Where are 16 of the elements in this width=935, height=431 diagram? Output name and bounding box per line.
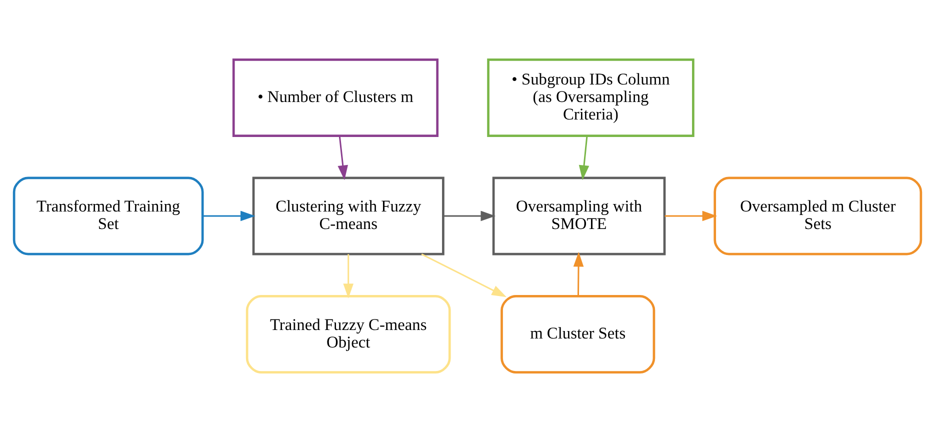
node-box: • Number of Clusters m <box>232 58 439 136</box>
arrow <box>203 210 256 221</box>
node-box: Oversampled m Cluster Sets <box>714 176 922 255</box>
arrow <box>664 210 718 221</box>
node-box: Clustering with Fuzzy C-means <box>252 176 444 255</box>
node-box: Oversampling with SMOTE <box>492 176 666 255</box>
node-box: Trained Fuzzy C-means Object <box>246 294 451 373</box>
arrow <box>443 210 496 221</box>
node-box: m Cluster Sets <box>500 294 656 373</box>
arrow <box>343 254 354 298</box>
arrow <box>421 253 507 297</box>
arrow <box>338 135 348 180</box>
node-box: Transformed Training Set <box>12 176 204 255</box>
arrow <box>573 251 584 296</box>
node-box: • Subgroup IDs Column (as Oversampling Criteria) <box>487 58 694 136</box>
arrow <box>578 135 590 180</box>
